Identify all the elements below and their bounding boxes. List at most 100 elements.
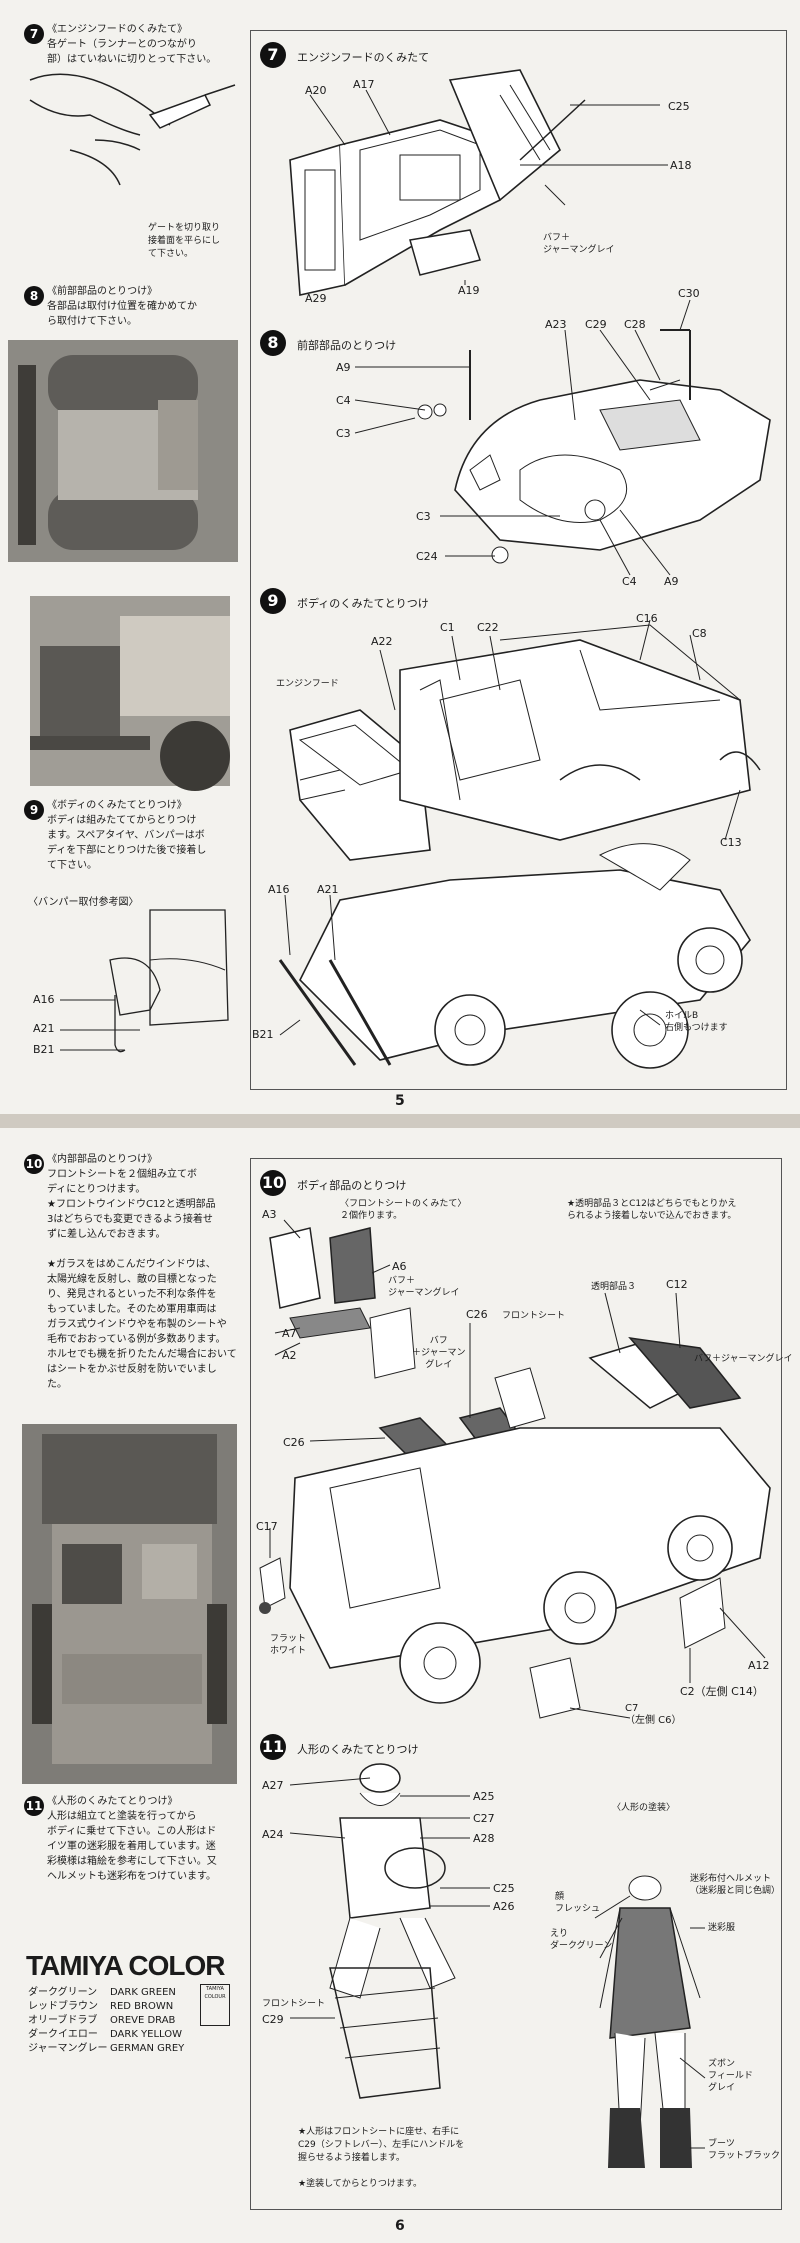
label-clear-part-3: 透明部品３: [591, 1282, 637, 1292]
body-parts-diagram: [259, 1219, 771, 1719]
step-9-instructions: 《ボディのくみたてとりつけ》 ボディは組みたててからとりつけ ます。スペアタイヤ…: [47, 800, 207, 871]
gate-cutting-illustration: [29, 73, 236, 186]
label-c1: C1: [440, 621, 455, 634]
tamiya-color-title: TAMIYA COLOR: [26, 1950, 226, 1981]
paint-note-buff-grey: バフ＋ ジャーマングレイ: [543, 233, 615, 255]
bumper-ref-title: 〈バンパー取付参考図〉: [28, 897, 139, 908]
front-vehicle-photo-art: [30, 616, 230, 791]
step-11-title: 人形のくみたてとりつけ: [297, 1743, 419, 1756]
color-en: RED BROWN: [110, 2001, 174, 2012]
color-row: オリーブドラブ OREVE DRAB: [28, 2014, 203, 2028]
color-jp: オリーブドラブ: [28, 2015, 98, 2026]
bumper-label-a16: A16: [33, 993, 55, 1006]
page-number-5: 5: [395, 1093, 405, 1109]
label-c29: C29: [585, 318, 607, 331]
engine-hood-diagram: [289, 69, 668, 296]
label-a25: A25: [473, 1790, 495, 1803]
color-en: GERMAN GREY: [110, 2043, 185, 2054]
label-c27: C27: [473, 1812, 495, 1825]
label-a23: A23: [545, 318, 567, 331]
color-en: OREVE DRAB: [110, 2015, 176, 2026]
body-assembly-diagram: [278, 619, 761, 1069]
label-a9-top: A9: [336, 361, 351, 374]
front-vehicle-photo: [30, 596, 230, 791]
label-a19: A19: [458, 284, 480, 297]
color-row: ダークイエロー DARK YELLOW: [28, 2028, 203, 2042]
step-11-badge-main: 11: [260, 1734, 286, 1760]
label-c26: C26: [283, 1436, 305, 1449]
paint-boots: ブーツ フラットブラック: [708, 2139, 781, 2161]
label-c17: C17: [256, 1520, 278, 1533]
interior-top-photo: [22, 1424, 237, 1784]
figure-painting-title: 〈人形の塗装〉: [612, 1803, 676, 1813]
step-8-badge-main: 8: [260, 330, 286, 356]
step-7-instructions: 《エンジンフードのくみたて》 各ゲート（ランナーとのつながり 部）はていねいに切…: [47, 24, 217, 65]
paint-buff-grey-2: バフ ＋ジャーマン グレイ: [412, 1336, 466, 1370]
label-c12: C12: [666, 1278, 688, 1291]
tamiya-colour-logo: TAMIYA COLOUR: [200, 1984, 230, 2026]
gate-cutting-caption: ゲートを切り取り 接着面を平らにし て下さい。: [148, 223, 221, 259]
paint-trousers: ズボン フィールド グレイ: [708, 2059, 753, 2093]
step-7-title: エンジンフードのくみたて: [297, 51, 430, 64]
label-c28: C28: [624, 318, 646, 331]
paint-camo: 迷彩服: [708, 1923, 736, 1933]
label-a27: A27: [262, 1779, 284, 1792]
step-9-badge-main: 9: [260, 588, 286, 614]
step-11-instructions: 《人形のくみたてとりつけ》 人形は組立てと塗装を行ってから ボディに乗せて下さい…: [47, 1796, 217, 1882]
label-c4-top: C4: [336, 394, 351, 407]
color-en: DARK GREEN: [110, 1987, 176, 1998]
front-parts-diagram: [354, 299, 771, 576]
label-c25: C25: [668, 100, 690, 113]
step-10-instructions: 《内部部品のとりつけ》 フロントシートを２個組み立てボ ディにとりつけます。 ★…: [47, 1154, 237, 1390]
label-c3-top: C3: [336, 427, 351, 440]
paint-buff-grey: バフ＋ ジャーマングレイ: [388, 1276, 460, 1298]
label-a9-bottom: A9: [664, 575, 679, 588]
label-a7: A7: [282, 1327, 297, 1340]
step-9-left-badge: 9: [24, 800, 44, 820]
label-a26: A26: [493, 1900, 515, 1913]
label-a28: A28: [473, 1832, 495, 1845]
label-engine-hood: エンジンフード: [276, 679, 339, 689]
label-a20: A20: [305, 84, 327, 97]
label-c26-top: C26: [466, 1308, 488, 1321]
label-c13: C13: [720, 836, 742, 849]
paint-face: 顔 フレッシュ: [555, 1892, 601, 1914]
label-a12: A12: [748, 1659, 770, 1672]
paint-flat-white: フラット ホワイト: [270, 1634, 307, 1656]
label-c3-bottom: C3: [416, 510, 431, 523]
label-a2: A2: [282, 1349, 297, 1362]
page-5-diagram-frame: [250, 30, 787, 1090]
label-c2: C2（左側 C14）: [680, 1685, 764, 1698]
label-b21-main: B21: [252, 1028, 274, 1041]
page-separator: [0, 1114, 800, 1128]
color-jp: ダークイエロー: [28, 2029, 98, 2040]
label-a17: A17: [353, 78, 375, 91]
color-en: DARK YELLOW: [110, 2029, 183, 2040]
page-number-6: 6: [395, 2218, 405, 2234]
bumper-label-b21: B21: [33, 1043, 55, 1056]
label-c29-figure: C29: [262, 2013, 284, 2026]
label-a18: A18: [670, 159, 692, 172]
label-c7: C7 （左側 C6）: [625, 1703, 682, 1726]
paint-buff-grey-3: バフ＋ジャーマングレイ: [694, 1354, 793, 1364]
step-7-badge-main: 7: [260, 42, 286, 68]
page-5: 7 《エンジンフードのくみたて》 各ゲート（ランナーとのつながり 部）はていねい…: [0, 0, 800, 1114]
step-8-title: 前部部品のとりつけ: [297, 339, 397, 352]
step-8-instructions: 《前部部品のとりつけ》 各部品は取付け位置を確かめてか ら取付けて下さい。: [47, 286, 197, 327]
label-a22: A22: [371, 635, 393, 648]
label-c22: C22: [477, 621, 499, 634]
step-9-title: ボディのくみたてとりつけ: [297, 597, 429, 610]
label-c25-figure: C25: [493, 1882, 515, 1895]
label-front-seat-figure: フロントシート: [262, 1999, 326, 2009]
label-wheel-b: ホイルB 右側もつけます: [665, 1011, 728, 1033]
label-c8: C8: [692, 627, 707, 640]
figure-notes: ★人形はフロントシートに座せ、右手に C29（シフトレバー）、左手にハンドルを …: [298, 2127, 465, 2189]
front-seat-subtitle: 〈フロントシートのくみたて〉 ２個作ります。: [340, 1199, 467, 1221]
step-8-left-badge: 8: [24, 286, 44, 306]
step-10-left-badge: 10: [24, 1154, 44, 1174]
paint-helmet: 迷彩布付ヘルメット （迷彩服と同じ色調）: [690, 1874, 781, 1896]
step-10-badge-main: 10: [260, 1170, 286, 1196]
